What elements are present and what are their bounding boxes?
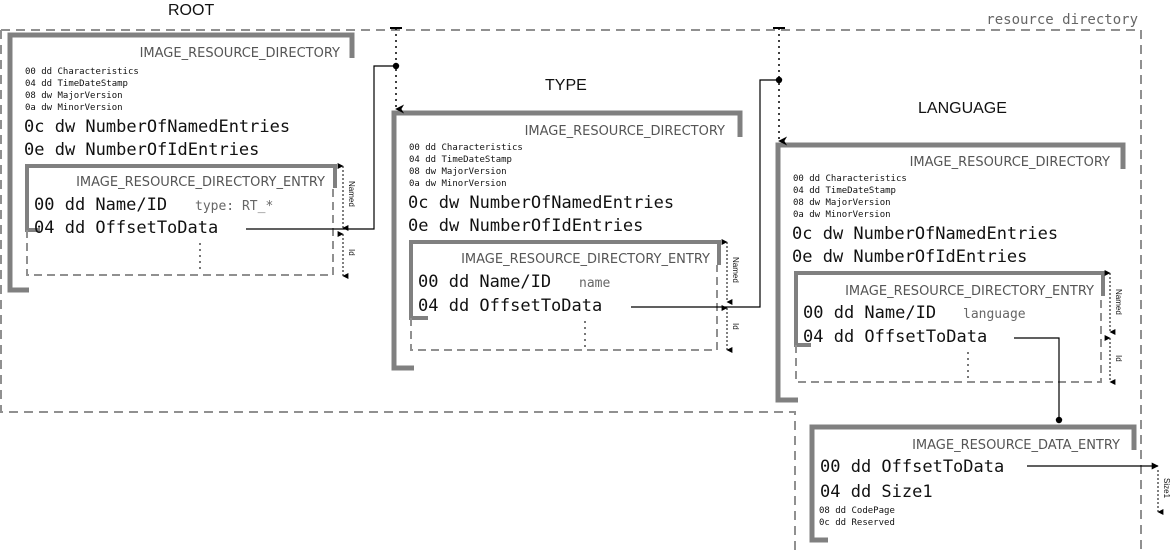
type-field-minorversion: 0a dw MinorVersion [409, 179, 507, 189]
root-directory-border [7, 32, 355, 293]
language-field-characteristics: 00 dd Characteristics [793, 174, 907, 184]
language-entry-offset-field: 04 dd OffsetToData [803, 327, 987, 347]
root-field-characteristics: 00 dd Characteristics [25, 67, 139, 77]
data-entry-border [809, 424, 1137, 543]
type-directory-border [391, 110, 743, 371]
root-field-id-entries: 0e dw NumberOfIdEntries [24, 140, 259, 160]
language-entry-hint: language [963, 307, 1026, 322]
root-entry-dashed-border [26, 188, 334, 276]
data-entry: IMAGE_RESOURCE_DATA_ENTRY 00 dd OffsetTo… [809, 424, 1137, 543]
type-named-label: Named [731, 257, 740, 283]
language-id-label: Id [1114, 355, 1123, 362]
language-field-minorversion: 0a dw MinorVersion [793, 210, 891, 220]
type-id-label: Id [731, 323, 740, 330]
root-directory: IMAGE_RESOURCE_DIRECTORY 00 dd Character… [7, 32, 356, 293]
type-entry-name-field: 00 dd Name/ID [418, 272, 551, 292]
resource-directory-boundary [0, 29, 1142, 555]
root-entry-border [25, 164, 337, 232]
language-named-label: Named [1114, 289, 1123, 315]
root-field-majorversion: 08 dw MajorVersion [25, 91, 123, 101]
type-entry: IMAGE_RESOURCE_DIRECTORY_ENTRY 00 dd Nam… [409, 239, 740, 353]
data-entry-reserved-field: 0c dd Reserved [819, 518, 895, 528]
resource-directory-label: resource directory [986, 12, 1138, 28]
language-entry-title: IMAGE_RESOURCE_DIRECTORY_ENTRY [845, 284, 1094, 299]
type-field-characteristics: 00 dd Characteristics [409, 143, 523, 153]
data-entry-title: IMAGE_RESOURCE_DATA_ENTRY [912, 438, 1120, 453]
language-field-id-entries: 0e dw NumberOfIdEntries [792, 247, 1027, 267]
type-entry-hint: name [579, 276, 610, 291]
language-entry-border [794, 271, 1105, 347]
size1-label: Size1 [1162, 478, 1171, 499]
language-directory-title: IMAGE_RESOURCE_DIRECTORY [910, 155, 1110, 170]
type-entry-offset-field: 04 dd OffsetToData [418, 296, 602, 316]
root-field-minorversion: 0a dw MinorVersion [25, 103, 123, 113]
type-entry-title: IMAGE_RESOURCE_DIRECTORY_ENTRY [461, 252, 710, 267]
language-directory: IMAGE_RESOURCE_DIRECTORY 00 dd Character… [775, 142, 1126, 403]
language-to-data-junction [1055, 416, 1063, 424]
type-entry-border [409, 240, 721, 320]
root-field-timedatestamp: 04 dd TimeDateStamp [25, 79, 128, 89]
language-entry-name-field: 00 dd Name/ID [803, 303, 936, 323]
language-field-named-entries: 0c dw NumberOfNamedEntries [792, 224, 1058, 244]
data-entry-codepage-field: 08 dd CodePage [819, 506, 895, 516]
root-named-label: Named [347, 181, 356, 207]
root-label: ROOT [168, 2, 214, 19]
type-field-timedatestamp: 04 dd TimeDateStamp [409, 155, 512, 165]
root-entry-offset-field: 04 dd OffsetToData [34, 218, 218, 238]
root-entry-name-field: 00 dd Name/ID [34, 195, 167, 215]
root-to-type-connector [246, 65, 396, 230]
root-field-named-entries: 0c dw NumberOfNamedEntries [24, 117, 290, 137]
root-entry: IMAGE_RESOURCE_DIRECTORY_ENTRY 00 dd Nam… [25, 163, 356, 279]
type-field-majorversion: 08 dw MajorVersion [409, 167, 507, 177]
type-label: TYPE [545, 77, 587, 94]
root-directory-title: IMAGE_RESOURCE_DIRECTORY [140, 46, 340, 61]
root-entry-hint: type: RT_* [195, 199, 273, 214]
data-entry-offset-field: 00 dd OffsetToData [820, 457, 1004, 477]
root-id-label: Id [347, 249, 356, 256]
data-entry-size-field: 04 dd Size1 [820, 482, 933, 502]
type-directory: IMAGE_RESOURCE_DIRECTORY 00 dd Character… [391, 110, 743, 371]
type-to-language-connector [631, 79, 779, 308]
root-entry-title: IMAGE_RESOURCE_DIRECTORY_ENTRY [76, 175, 325, 190]
language-field-majorversion: 08 dw MajorVersion [793, 198, 891, 208]
type-directory-title: IMAGE_RESOURCE_DIRECTORY [525, 124, 725, 139]
language-entry: IMAGE_RESOURCE_DIRECTORY_ENTRY 00 dd Nam… [794, 270, 1123, 385]
language-to-data-connector [1014, 337, 1060, 420]
type-to-language-junction [775, 76, 783, 84]
type-field-id-entries: 0e dw NumberOfIdEntries [408, 216, 643, 236]
language-entry-dashed-border [795, 296, 1102, 383]
type-field-named-entries: 0c dw NumberOfNamedEntries [408, 193, 674, 213]
language-label: LANGUAGE [918, 100, 1007, 117]
language-directory-border [775, 142, 1126, 403]
language-field-timedatestamp: 04 dd TimeDateStamp [793, 186, 896, 196]
